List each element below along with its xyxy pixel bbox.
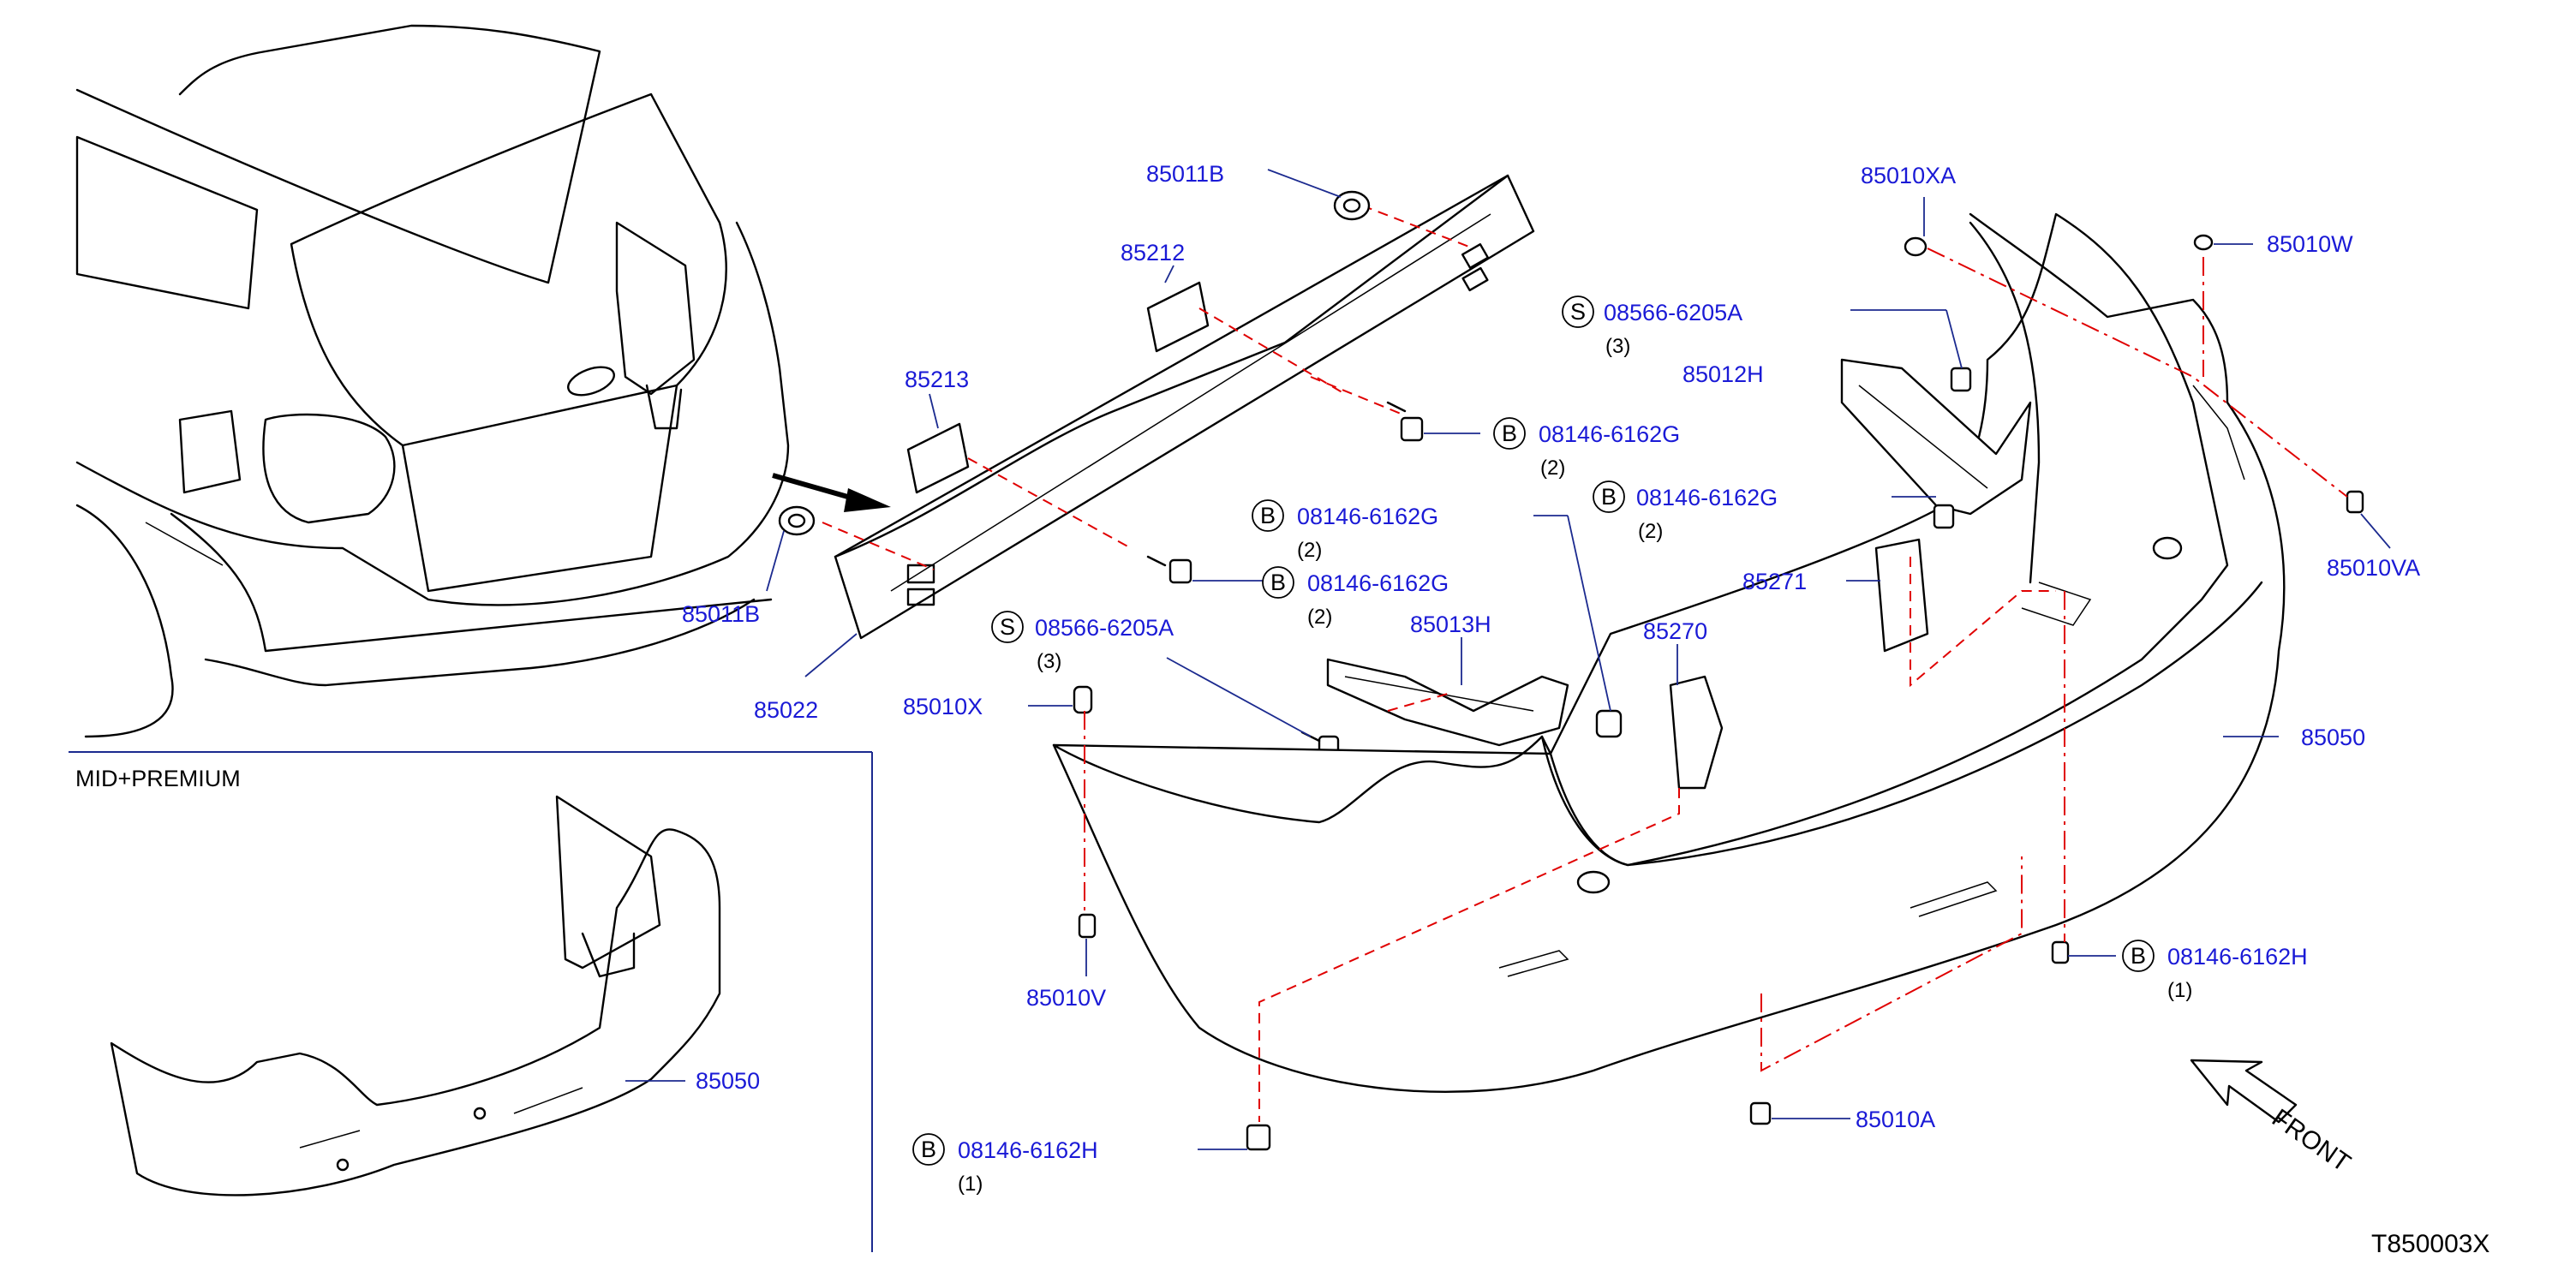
b-bot-right-letter: B xyxy=(2131,943,2146,969)
screw-85010A xyxy=(1749,1101,1772,1125)
bolt-b-bot-left xyxy=(1246,1124,1271,1151)
callout-85050-inset: 85050 xyxy=(696,1068,760,1094)
callout-85022: 85022 xyxy=(754,697,818,723)
bolt-b-mid xyxy=(1146,555,1192,584)
leader-85212 xyxy=(1164,265,1174,283)
s-top-letter: S xyxy=(1570,299,1586,325)
callout-85010X: 85010X xyxy=(903,694,983,719)
s-mid-part: 08566-6205A xyxy=(1035,615,1174,641)
callout-85010W: 85010W xyxy=(2267,231,2353,257)
leader-85011B-left xyxy=(766,530,785,592)
leader-b-mid2-b xyxy=(1567,515,1611,712)
callout-85010XA: 85010XA xyxy=(1861,163,1956,188)
b-right-badge xyxy=(1593,480,1625,513)
bolt-b-top xyxy=(1386,401,1424,442)
inset-frame xyxy=(69,751,873,1252)
b-mid-letter: B xyxy=(1270,570,1286,595)
assembly-arrow xyxy=(772,473,891,512)
callout-85270: 85270 xyxy=(1643,618,1707,644)
b-bot-left-letter: B xyxy=(921,1137,936,1162)
inset-label: MID+PREMIUM xyxy=(75,766,241,791)
bolt-s-top xyxy=(1950,367,1972,392)
leader-85010VA xyxy=(2360,513,2391,549)
b-right-part: 08146-6162G xyxy=(1636,485,1778,510)
s-mid-letter: S xyxy=(1000,614,1015,640)
b-mid2-letter: B xyxy=(1260,503,1276,528)
diagram-code: T850003X xyxy=(2371,1230,2489,1258)
leader-s-top-b xyxy=(1945,309,1963,369)
callout-85012H: 85012H xyxy=(1682,361,1764,387)
b-bot-left-part: 08146-6162H xyxy=(958,1137,1098,1163)
screw-85010V xyxy=(1078,913,1097,939)
front-label: FRONT xyxy=(2267,1104,2356,1178)
b-mid-badge xyxy=(1262,566,1294,599)
b-right-qty: (2) xyxy=(1638,520,1663,543)
b-top-badge xyxy=(1493,417,1526,450)
callout-85050-main: 85050 xyxy=(2301,725,2365,750)
b-top-letter: B xyxy=(1502,421,1517,446)
screw-85010VA xyxy=(2346,490,2364,514)
b-bot-right-part: 08146-6162H xyxy=(2167,944,2308,970)
guide-85212 xyxy=(1198,307,1346,395)
b-mid-part: 08146-6162G xyxy=(1307,570,1449,596)
s-top-qty: (3) xyxy=(1605,335,1630,358)
b-top-part: 08146-6162G xyxy=(1539,421,1680,447)
b-bot-left-qty: (1) xyxy=(958,1173,983,1196)
s-mid-badge xyxy=(991,611,1024,643)
callout-85213: 85213 xyxy=(905,367,969,392)
vehicle-rear-view xyxy=(75,24,790,738)
callout-85011B-top: 85011B xyxy=(1146,161,1224,187)
nut-85011B-left xyxy=(778,505,816,536)
leader-85011B-top xyxy=(1267,169,1342,198)
s-top-part: 08566-6205A xyxy=(1604,300,1742,325)
b-mid-qty: (2) xyxy=(1307,606,1332,629)
clip-85010XA xyxy=(1904,236,1928,257)
bumper-reinforcement-85022 xyxy=(834,174,1535,640)
callout-85010V: 85010V xyxy=(1026,985,1106,1011)
bolt-b-bot-right xyxy=(2051,940,2070,964)
callout-85212: 85212 xyxy=(1121,240,1185,266)
bracket-85013H xyxy=(1326,658,1569,747)
s-mid-qty: (3) xyxy=(1037,650,1061,673)
callout-85271: 85271 xyxy=(1742,569,1807,594)
nut-85011B-top xyxy=(1333,190,1371,221)
b-top-qty: (2) xyxy=(1540,456,1565,480)
b-right-letter: B xyxy=(1601,484,1617,510)
retainer-85270 xyxy=(1669,675,1724,790)
side-bracket-85012H xyxy=(1840,358,2032,516)
front-direction-arrow xyxy=(2190,1059,2298,1124)
retainer-85271 xyxy=(1874,538,1929,653)
callout-85010A: 85010A xyxy=(1856,1107,1935,1132)
bolt-b-right xyxy=(1933,504,1955,529)
b-bot-right-qty: (1) xyxy=(2167,979,2192,1002)
b-bot-right-badge xyxy=(2122,940,2155,972)
callout-85010VA: 85010VA xyxy=(2327,555,2420,581)
s-top-badge xyxy=(1562,295,1594,328)
leader-85213 xyxy=(929,393,939,429)
clip-85010W xyxy=(2193,234,2214,251)
guide-85271 xyxy=(1910,557,2056,688)
guide-85011B-left xyxy=(822,522,935,570)
guide-85213 xyxy=(967,457,1132,549)
guide-85010XA xyxy=(1927,248,2348,498)
guide-85011B-top xyxy=(1361,205,1474,249)
callout-85011B-left: 85011B xyxy=(682,601,760,627)
b-mid2-qty: (2) xyxy=(1297,539,1322,562)
b-mid2-badge xyxy=(1252,499,1284,532)
leader-85022 xyxy=(804,633,858,677)
b-mid2-part: 08146-6162G xyxy=(1297,504,1438,529)
clip-85010X xyxy=(1073,685,1093,714)
b-bot-left-badge xyxy=(912,1133,945,1166)
callout-85013H: 85013H xyxy=(1410,612,1491,637)
leader-s-mid xyxy=(1166,657,1312,737)
inset-bumper-outline xyxy=(110,795,721,1196)
guide-85013H xyxy=(1387,693,1449,712)
guide-85010A xyxy=(1760,856,2023,1072)
bolt-85270 xyxy=(1595,709,1623,738)
